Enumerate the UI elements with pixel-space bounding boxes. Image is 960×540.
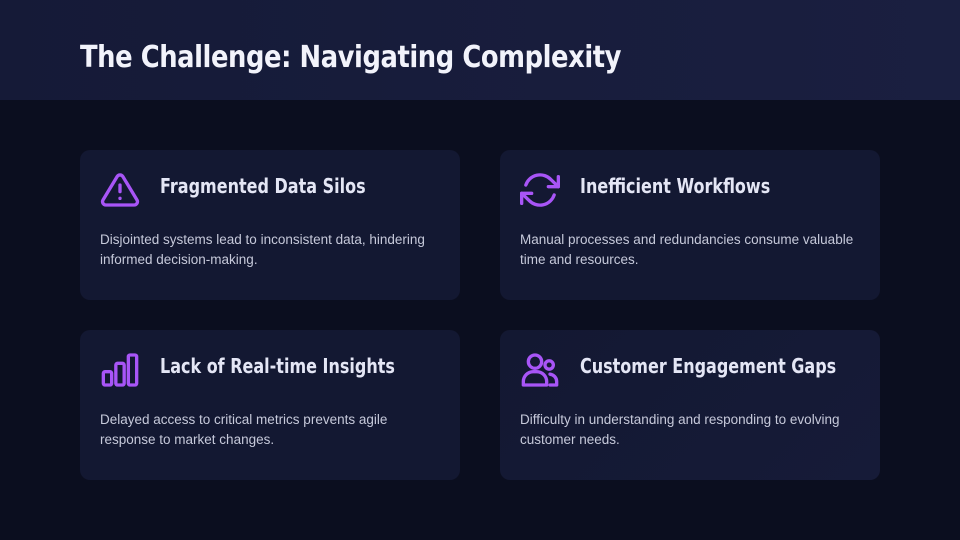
challenge-card-workflows: Inefficient Workflows Manual processes a… — [500, 150, 880, 300]
card-description: Disjointed systems lead to inconsistent … — [100, 232, 425, 267]
challenge-card-data-silos: Fragmented Data Silos Disjointed systems… — [80, 150, 460, 300]
slide-title: The Challenge: Navigating Complexity — [80, 40, 622, 75]
challenge-card-engagement: Customer Engagement Gaps Difficulty in u… — [500, 330, 880, 480]
card-description: Delayed access to critical metrics preve… — [100, 412, 388, 447]
card-title: Fragmented Data Silos — [160, 174, 366, 198]
header-band: The Challenge: Navigating Complexity — [0, 0, 960, 100]
bar-chart-icon — [100, 350, 140, 390]
users-icon — [520, 350, 560, 390]
warning-triangle-icon — [100, 170, 140, 210]
card-title: Lack of Real-time Insights — [160, 354, 395, 378]
card-title: Inefficient Workflows — [580, 174, 771, 198]
refresh-cycle-icon — [520, 170, 560, 210]
card-description: Difficulty in understanding and respondi… — [520, 412, 840, 447]
card-title: Customer Engagement Gaps — [580, 354, 837, 378]
challenge-card-insights: Lack of Real-time Insights Delayed acces… — [80, 330, 460, 480]
card-description: Manual processes and redundancies consum… — [520, 232, 854, 267]
